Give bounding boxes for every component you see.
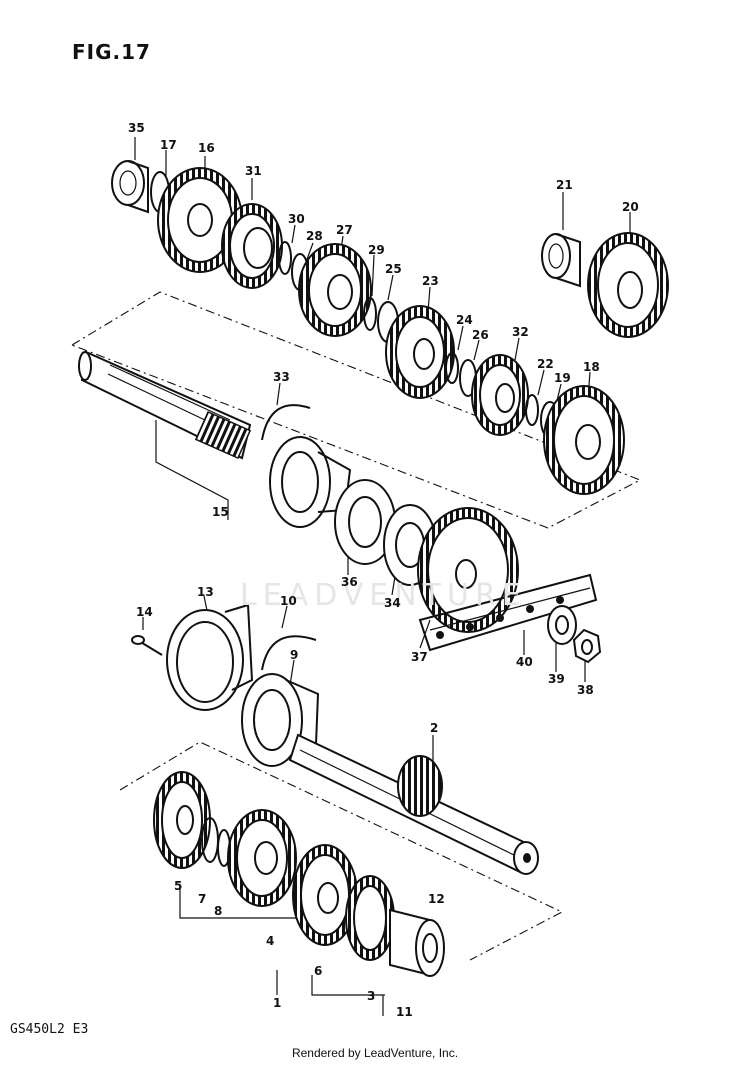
sprocket [417, 507, 519, 633]
callout-20: 20 [622, 200, 639, 214]
callout-4: 4 [266, 934, 275, 948]
bearing-11 [389, 908, 445, 977]
callout-37: 37 [411, 650, 428, 664]
needle-bearing-35 [111, 160, 149, 214]
lock-washer-39 [547, 605, 577, 645]
callout-9: 9 [290, 648, 299, 662]
callout-28: 28 [306, 229, 323, 243]
circlip-24 [445, 352, 459, 384]
callout-40: 40 [516, 655, 533, 669]
callout-32: 32 [512, 325, 529, 339]
callout-12: 12 [428, 892, 445, 906]
gear-31 [221, 203, 283, 289]
circlip-10 [261, 635, 317, 671]
callout-29: 29 [368, 243, 385, 257]
callout-16: 16 [198, 141, 215, 155]
callout-15: 15 [212, 505, 229, 519]
callout-19: 19 [554, 371, 571, 385]
callout-34: 34 [384, 596, 401, 610]
callout-2: 2 [430, 721, 439, 735]
callout-30: 30 [288, 212, 305, 226]
callout-25: 25 [385, 262, 402, 276]
gear-6 [292, 844, 358, 946]
bearing-15 [269, 436, 352, 528]
callout-39: 39 [548, 672, 565, 686]
callout-36: 36 [341, 575, 358, 589]
bearing-9 [241, 673, 320, 767]
callout-23: 23 [422, 274, 439, 288]
driveshaft-group-outline [119, 741, 564, 961]
footer-credit: Rendered by LeadVenture, Inc. [291, 1046, 459, 1060]
callout-27: 27 [336, 223, 353, 237]
callout-31: 31 [245, 164, 262, 178]
callout-38: 38 [577, 683, 594, 697]
callout-14: 14 [136, 605, 153, 619]
callout-11: 11 [396, 1005, 413, 1019]
circlip-29 [363, 297, 377, 331]
circlip-33 [261, 404, 311, 441]
gear-3 [345, 875, 395, 961]
figure-title: FIG.17 [72, 40, 151, 64]
callout-22: 22 [537, 357, 554, 371]
callout-21: 21 [556, 178, 573, 192]
callout-13: 13 [197, 585, 214, 599]
gear-4 [227, 809, 297, 907]
model-code: GS450L2 E3 [10, 1022, 89, 1037]
callout-1: 1 [273, 996, 282, 1010]
circlip-22 [525, 394, 539, 426]
gear-23 [385, 305, 455, 399]
callout-3: 3 [367, 989, 376, 1003]
nut-38 [572, 628, 602, 664]
gear-18 [543, 385, 625, 495]
oil-seal-36 [334, 479, 396, 565]
callout-8: 8 [214, 904, 223, 918]
bearing-21 [541, 233, 581, 288]
callout-17: 17 [160, 138, 177, 152]
callout-6: 6 [314, 964, 323, 978]
screw-14 [131, 635, 163, 656]
circlip-30 [278, 241, 292, 275]
callout-5: 5 [174, 879, 183, 893]
callout-18: 18 [583, 360, 600, 374]
callout-35: 35 [128, 121, 145, 135]
driveshaft-2 [288, 733, 539, 875]
callout-24: 24 [456, 313, 473, 327]
drive-chain-37-40 [418, 573, 598, 652]
callout-10: 10 [280, 594, 297, 608]
callout-7: 7 [198, 892, 207, 906]
gear-27 [298, 243, 372, 337]
countershaft-15 [78, 350, 252, 460]
watermark: LEADVENTURE [240, 578, 527, 613]
gear-32 [471, 354, 529, 436]
callout-33: 33 [273, 370, 290, 384]
retainer-plate-13 [166, 603, 254, 711]
gear-5 [153, 771, 211, 869]
gear-20 [587, 232, 669, 338]
callout-26: 26 [472, 328, 489, 342]
